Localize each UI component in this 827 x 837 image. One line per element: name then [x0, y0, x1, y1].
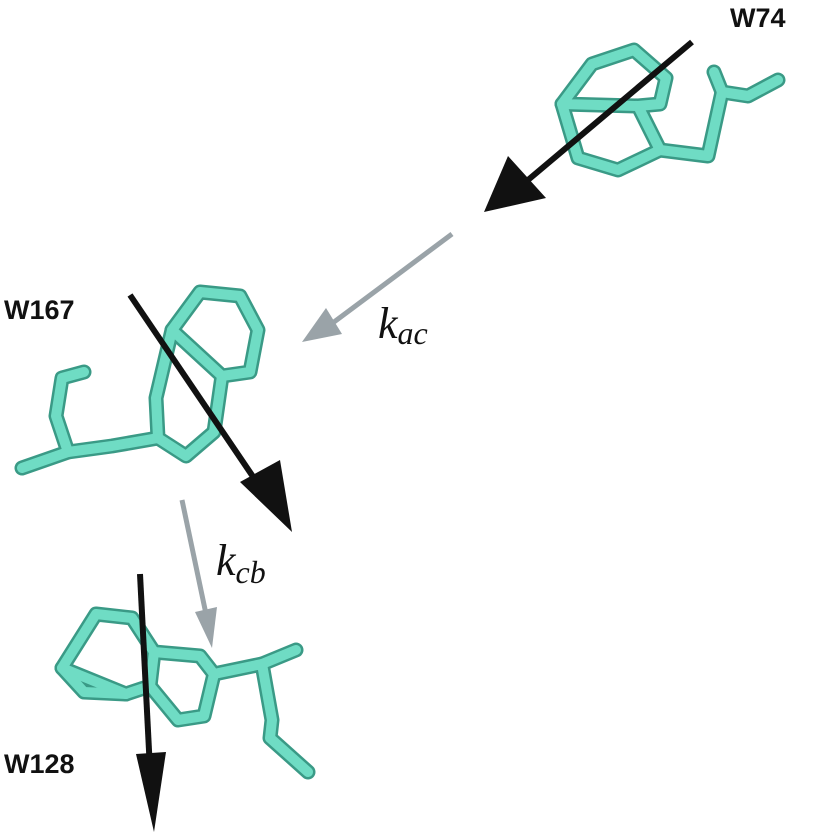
rate-kcb-subscript: cb — [236, 554, 266, 590]
rate-kac-subscript: ac — [398, 315, 428, 351]
residue-label-w74: W74 — [730, 3, 786, 33]
residue-label-w167: W167 — [4, 295, 75, 325]
transfer-arrow-kac — [302, 231, 454, 342]
tryptophan-w128 — [54, 606, 316, 780]
dipole-arrow-w167 — [127, 293, 292, 532]
dipole-arrow-w128 — [136, 573, 166, 832]
dipole-arrow-w74 — [484, 39, 694, 212]
rate-label-kcb: kcb — [216, 536, 266, 590]
rate-kcb-symbol: k — [216, 536, 237, 585]
transfer-arrow-kcb — [179, 499, 217, 648]
tryptophan-w167 — [14, 284, 266, 476]
rate-label-kac: kac — [378, 299, 428, 351]
residue-label-w128: W128 — [4, 749, 75, 779]
rate-kac-symbol: k — [378, 299, 399, 348]
tryptophan-w74 — [554, 42, 786, 178]
